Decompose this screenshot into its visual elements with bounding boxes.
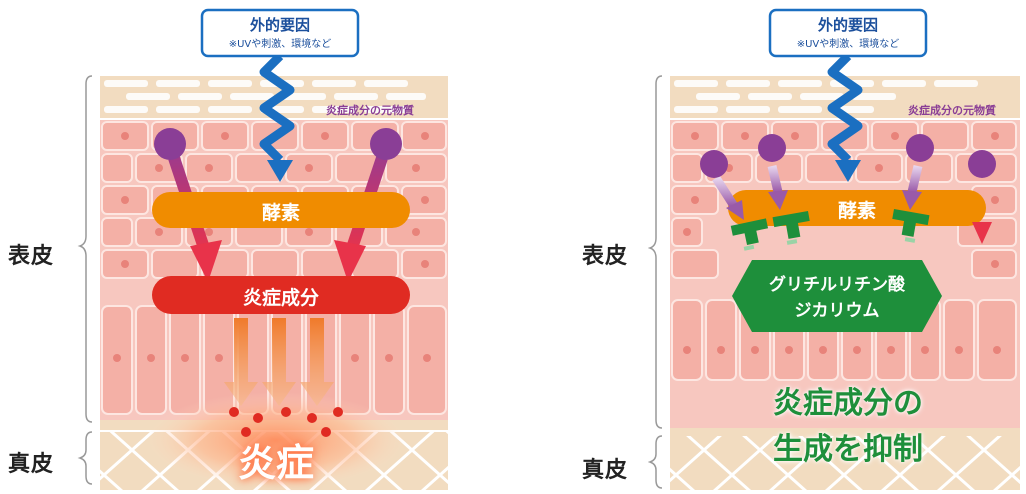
enzyme-label: 酵素 <box>837 200 876 222</box>
precursor-molecule <box>906 134 934 162</box>
precursor-molecule <box>700 150 728 178</box>
epidermis-bracket <box>77 75 93 423</box>
dermis-label-left: 真皮 <box>8 452 55 477</box>
downward-arrows <box>224 318 334 406</box>
external-factor-title: 外的要因 <box>249 16 310 34</box>
zigzag-uv-arrow <box>827 52 863 164</box>
left-diagram: 外的要因 ※UVや刺激、環境など 炎症成分の元物質 酵素 炎症成分 炎症 <box>76 0 452 490</box>
enzyme-label: 酵素 <box>261 202 300 224</box>
precursor-label: 炎症成分の元物質 <box>326 104 414 117</box>
precursor-molecule <box>370 128 402 160</box>
epidermis-label-left: 表皮 <box>8 244 55 269</box>
blocker-shapes <box>730 209 930 245</box>
result-line2: 生成を抑制 <box>773 432 923 467</box>
external-factor-sub: ※UVや刺激、環境など <box>796 39 900 50</box>
dermis-label-right: 真皮 <box>582 458 629 483</box>
external-factor-box <box>200 8 360 58</box>
agent-label-line1: グリチルリチン酸 <box>769 275 905 295</box>
inflammation-result: 炎症 <box>237 441 314 485</box>
inflammatory-pill <box>152 276 410 314</box>
epidermis-label-right: 表皮 <box>582 244 629 269</box>
zigzag-uv-arrow <box>259 52 295 164</box>
right-diagram: 外的要因 ※UVや刺激、環境など 炎症成分の元物質 酵素 グリチルリチン酸 ジカ… <box>647 0 1022 490</box>
result-line1: 炎症成分の <box>773 386 923 421</box>
dermis-bracket <box>77 431 93 485</box>
inflammatory-label: 炎症成分 <box>242 287 319 309</box>
agent-label-line2: ジカリウム <box>794 301 880 321</box>
external-factor-sub: ※UVや刺激、環境など <box>228 39 332 50</box>
precursor-molecule <box>154 128 186 160</box>
external-factor-box <box>768 8 928 58</box>
external-factor-title: 外的要因 <box>817 16 878 34</box>
precursor-molecule <box>968 150 996 178</box>
glycyrrhizinate-shape <box>732 260 942 332</box>
precursor-molecule <box>758 134 786 162</box>
epidermis-bracket <box>647 75 663 429</box>
enzyme-pill <box>152 192 410 228</box>
precursor-label: 炎症成分の元物質 <box>908 104 996 117</box>
dermis-bracket <box>647 435 663 489</box>
